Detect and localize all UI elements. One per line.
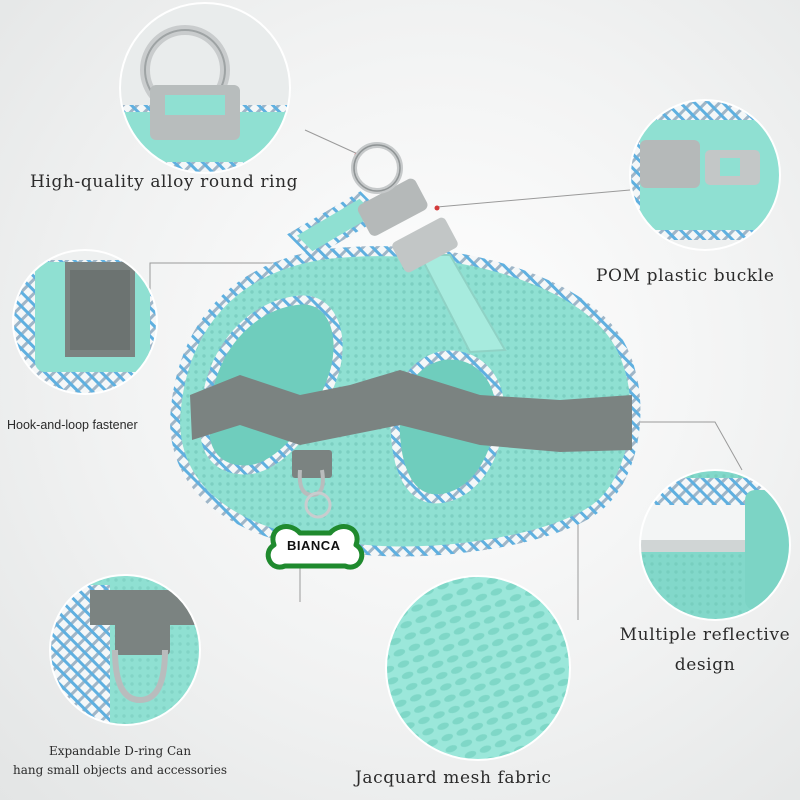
label-d-ring: Expandable D-ring Can hang small objects… bbox=[0, 742, 240, 780]
name-tag-text: BIANCA bbox=[287, 538, 341, 553]
label-reflective-line1: Multiple reflective bbox=[619, 625, 791, 645]
detail-circle-d-ring bbox=[50, 575, 200, 725]
detail-circle-buckle bbox=[630, 100, 780, 250]
label-d-ring-line1: Expandable D-ring Can bbox=[48, 744, 192, 758]
label-reflective-line2: design bbox=[674, 655, 736, 675]
detail-circle-ring bbox=[120, 3, 290, 173]
label-reflective: Multiple reflective design bbox=[616, 620, 794, 680]
detail-circle-reflective bbox=[640, 470, 790, 620]
label-pom-buckle: POM plastic buckle bbox=[596, 266, 775, 286]
label-d-ring-line2: hang small objects and accessories bbox=[13, 763, 227, 777]
bone-name-tag bbox=[265, 524, 365, 570]
harness-main bbox=[169, 142, 641, 557]
detail-circle-hook-loop bbox=[13, 250, 157, 394]
label-mesh: Jacquard mesh fabric bbox=[355, 768, 552, 788]
label-hook-loop: Hook-and-loop fastener bbox=[7, 418, 138, 432]
detail-circle-mesh bbox=[386, 576, 570, 760]
label-alloy-ring: High-quality alloy round ring bbox=[30, 172, 299, 192]
